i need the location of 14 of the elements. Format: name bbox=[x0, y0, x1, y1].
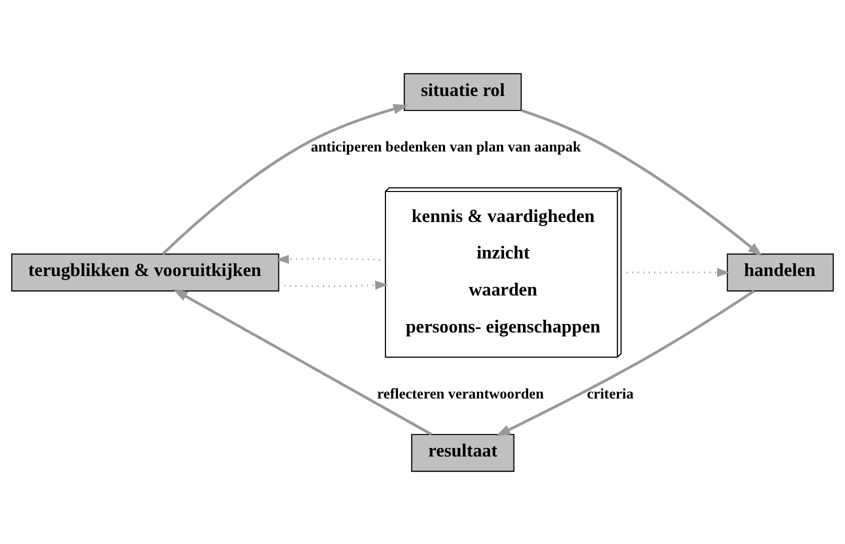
arrow bbox=[496, 289, 755, 436]
arrow bbox=[621, 267, 730, 277]
node-box: terugblikken & vooruitkijken bbox=[11, 253, 280, 291]
edge-label: reflecteren verantwoorden bbox=[377, 386, 544, 402]
arrow bbox=[276, 254, 386, 264]
arrow bbox=[172, 288, 432, 436]
node-box: handelen bbox=[726, 253, 834, 291]
arrow bbox=[520, 108, 763, 256]
arrow bbox=[162, 103, 408, 255]
edge-label: criteria bbox=[587, 386, 634, 402]
node-box: situatie rol bbox=[404, 72, 522, 111]
arrow bbox=[278, 280, 388, 290]
edge-label: anticiperen bedenken van plan van aanpak bbox=[310, 139, 581, 156]
node-box: resultaat bbox=[411, 433, 514, 472]
